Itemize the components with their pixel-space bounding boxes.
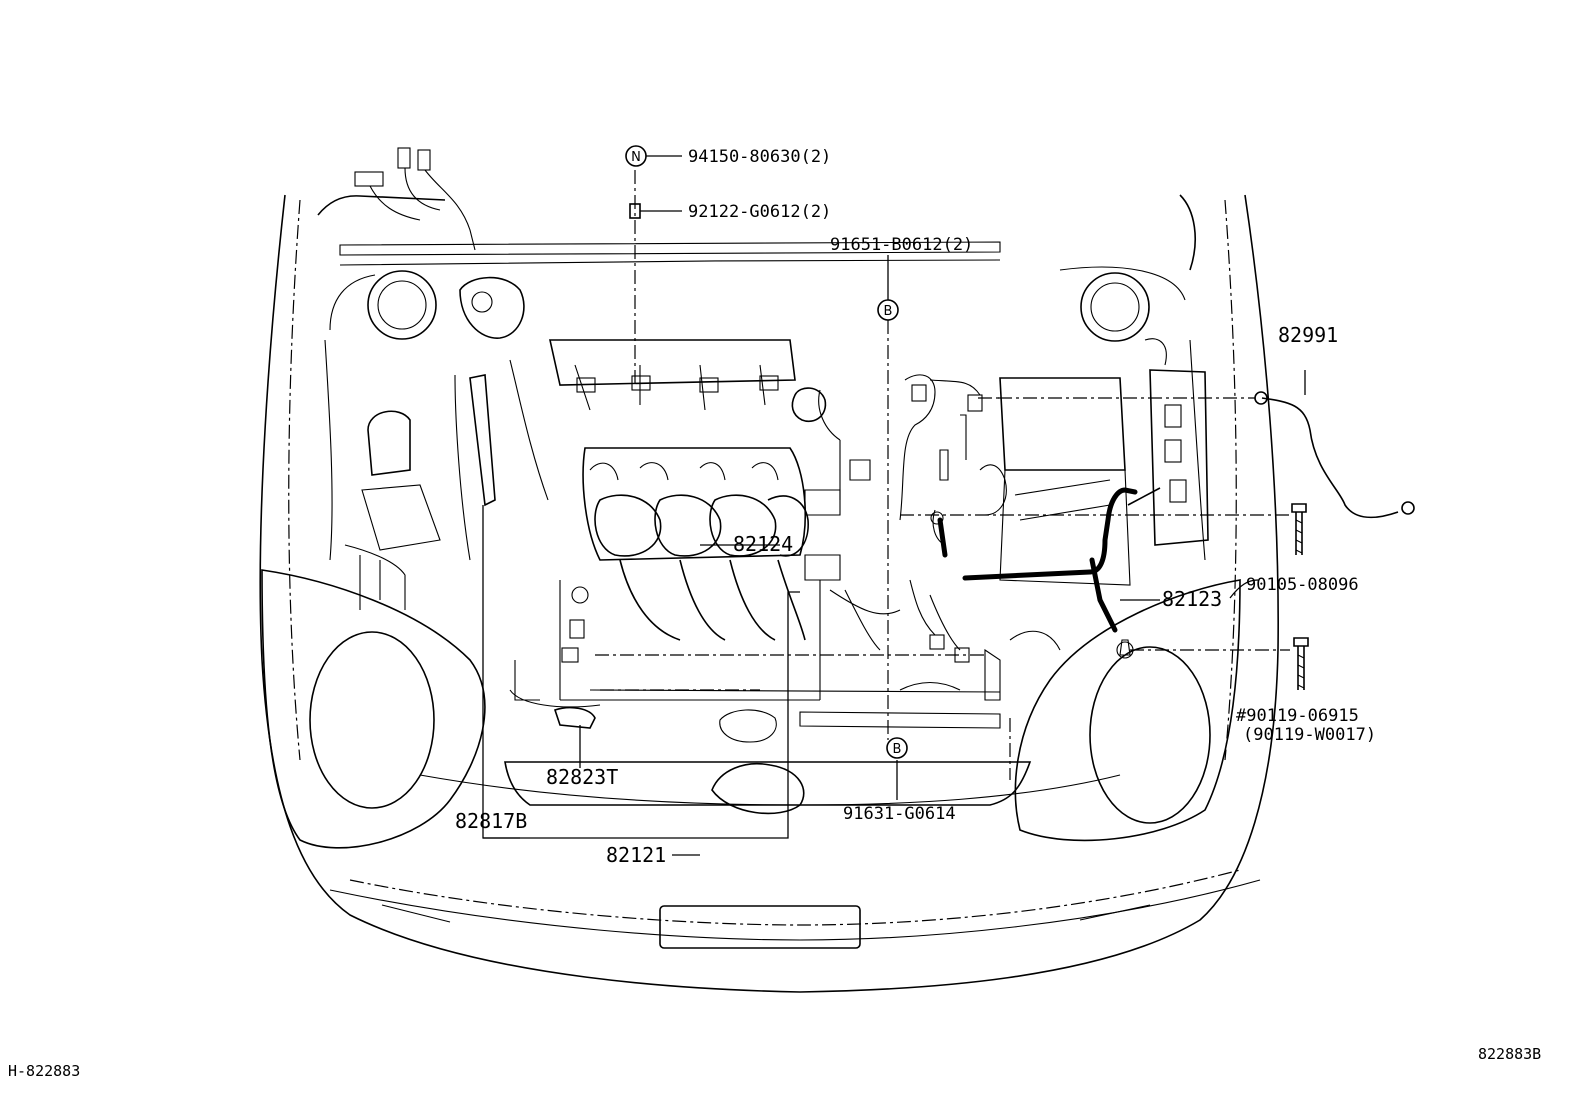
part-label-94150: 94150-80630(2) [688,147,831,167]
circle-marker-n: N [625,145,682,167]
circle-marker-b-top: B [877,299,899,321]
part-label-82121: 82121 [606,843,666,867]
marker-b-bottom-label: B [893,742,902,757]
part-label-92122: 92122-G0612(2) [688,202,831,222]
engine-assembly [344,147,1209,743]
drawing-code-left: H-822883 [8,1062,80,1080]
part-label-82991: 82991 [1278,323,1338,347]
part-label-82817B: 82817B [455,809,527,833]
cable-82991 [1254,370,1415,519]
circle-marker-b-bottom: B [886,737,908,759]
part-label-82123: 82123 [1162,587,1222,611]
part-label-90119-alt: (90119-W0017) [1243,725,1376,745]
marker-n-label: N [631,150,641,165]
vehicle-body-outline [259,194,1279,993]
leader-frames [482,255,1259,856]
reference-lines [595,170,1290,780]
part-label-82124: 82124 [733,532,793,556]
stud-92122-icon [629,203,682,219]
part-label-82823T: 82823T [546,765,618,789]
bolt-90105-08096 [1291,503,1307,555]
part-label-90105: 90105-08096 [1246,575,1359,595]
part-label-91631: 91631-G0614 [843,804,956,824]
marker-b-top-label: B [884,304,893,319]
drawing-code-right: 822883B [1478,1045,1541,1063]
part-label-90119: #90119-06915 [1236,706,1359,726]
bolt-90119-06915 [1293,637,1309,690]
part-label-91651: 91651-B0612(2) [830,235,973,255]
